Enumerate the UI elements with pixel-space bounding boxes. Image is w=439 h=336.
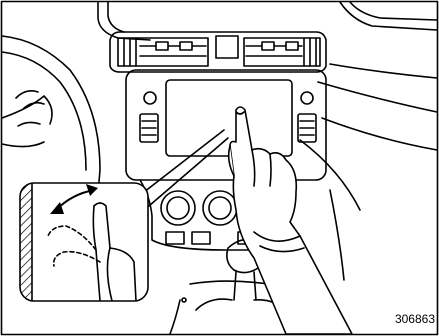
center-display-unit: [126, 70, 326, 180]
hazard-button: [216, 36, 238, 58]
touch-screen: [166, 80, 292, 156]
pointing-hand: [229, 107, 352, 334]
left-knob: [144, 92, 156, 104]
gesture-detail-inset: [20, 183, 148, 301]
screen-surface-hatch: [20, 183, 32, 301]
figure-number: 306863: [395, 312, 435, 326]
right-knob: [301, 92, 313, 104]
center-air-vents: [110, 32, 326, 72]
